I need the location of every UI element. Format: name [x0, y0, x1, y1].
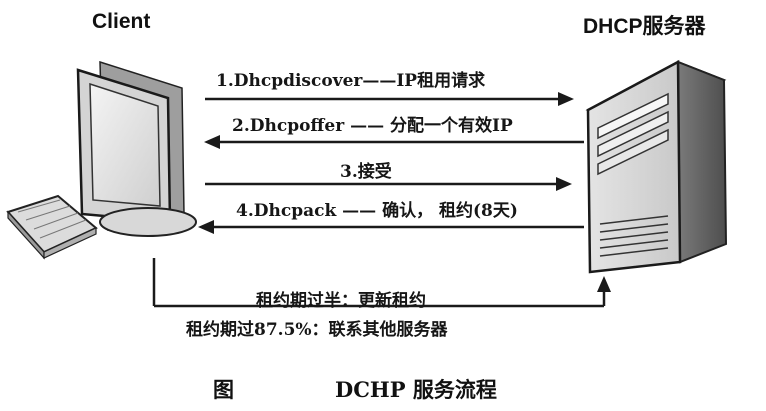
server-tower-icon — [585, 59, 728, 274]
message-dhcpoffer: 2.Dhcpoffer —— 分配一个有效IP — [232, 116, 513, 136]
client-computer-icon — [6, 60, 197, 260]
lease-87-note: 租约期过87.5%：联系其他服务器 — [186, 320, 448, 340]
server-title: DHCP服务器 — [583, 15, 706, 38]
arrow-dhcpdiscover — [205, 92, 574, 106]
arrow-dhcpoffer — [204, 135, 584, 149]
message-accept: 3.接受 — [340, 162, 392, 182]
half-lease-note: 租约期过半：更新租约 — [256, 291, 426, 311]
figure-caption: DCHP 服务流程 — [335, 377, 497, 402]
arrow-dhcpack — [198, 220, 584, 234]
client-title: Client — [92, 10, 151, 33]
message-dhcpack: 4.Dhcpack —— 确认， 租约(8天) — [236, 201, 518, 221]
message-dhcpdiscover: 1.Dhcpdiscover——IP租用请求 — [216, 71, 486, 91]
figure-label: 图 — [213, 377, 234, 402]
arrow-accept — [205, 177, 572, 191]
renewal-path-arrow — [152, 258, 611, 308]
